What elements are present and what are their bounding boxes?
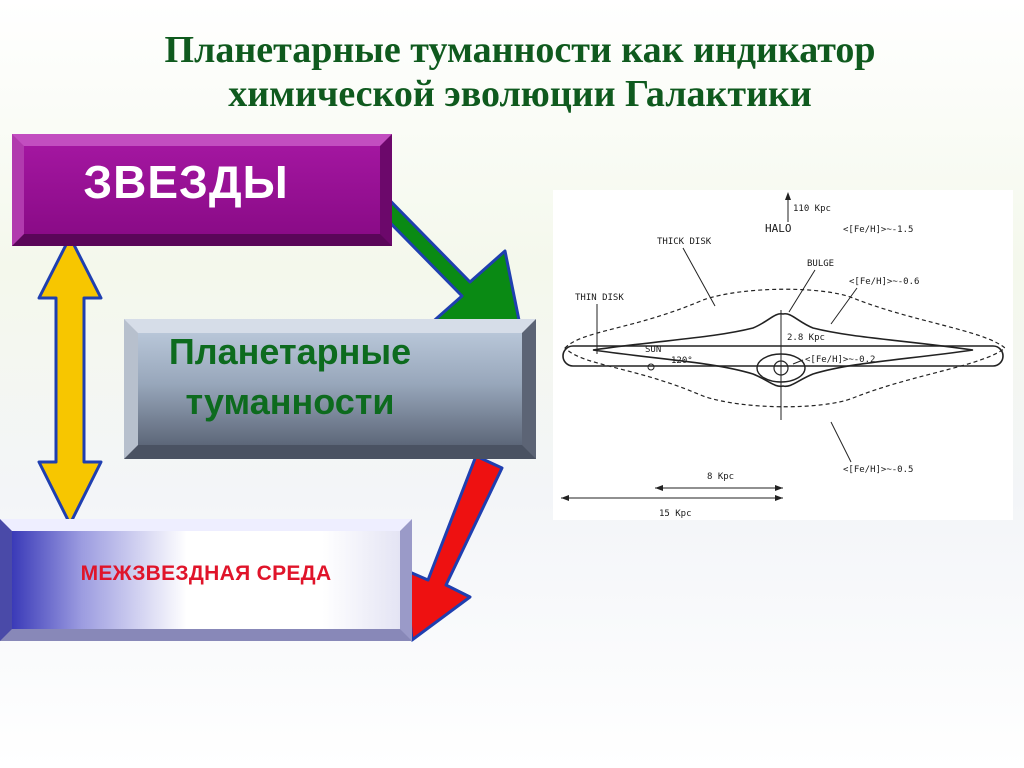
title-line-1: Планетарные туманности как индикатор — [164, 29, 876, 71]
thick-disk-label: THICK DISK — [657, 237, 712, 247]
title-line-2: химической эволюции Галактики — [228, 73, 812, 115]
thin-disk-label: THIN DISK — [575, 293, 624, 303]
outer-metallicity-label: <[Fe/H]>~-0.5 — [843, 465, 913, 475]
scale-15-label: 15 Kpc — [659, 509, 692, 519]
bulge-metallicity-label: <[Fe/H]>~-0.2 — [805, 355, 875, 365]
nebulae-label-line-2: туманности — [185, 381, 395, 422]
arrow-stars-ism-double — [37, 235, 103, 526]
halo-label: HALO — [765, 222, 792, 235]
nebulae-label-line-1: Планетарные — [168, 331, 412, 372]
planetary-nebulae-box: Планетарные туманности — [124, 319, 536, 459]
galaxy-schematic: 110 Kpc HALO <[Fe/H]>~-1.5 THICK DISK BU… — [561, 192, 1006, 519]
bulge-label: BULGE — [807, 259, 834, 269]
arrow-nebulae-to-ism — [403, 454, 504, 642]
scale-8-label: 8 Kpc — [707, 472, 734, 482]
angle-label: 120° — [671, 356, 693, 366]
slide-title: Планетарные туманности как индикатор хим… — [60, 28, 980, 116]
thick-disk-metallicity-label: <[Fe/H]>~-0.6 — [849, 277, 919, 287]
halo-metallicity-label: <[Fe/H]>~-1.5 — [843, 225, 913, 235]
halo-size-label: 110 Kpc — [793, 204, 831, 214]
sun-label: SUN — [645, 345, 661, 355]
bulge-height-label: 2.8 Kpc — [787, 333, 825, 343]
stars-box: ЗВЕЗДЫ — [12, 134, 392, 246]
interstellar-medium-box: МЕЖЗВЕЗДНАЯ СРЕДА — [0, 519, 412, 641]
stars-label: ЗВЕЗДЫ — [83, 156, 289, 208]
ism-label: МЕЖЗВЕЗДНАЯ СРЕДА — [80, 562, 332, 585]
galaxy-structure-figure: 110 Kpc HALO <[Fe/H]>~-1.5 THICK DISK BU… — [553, 190, 1013, 520]
